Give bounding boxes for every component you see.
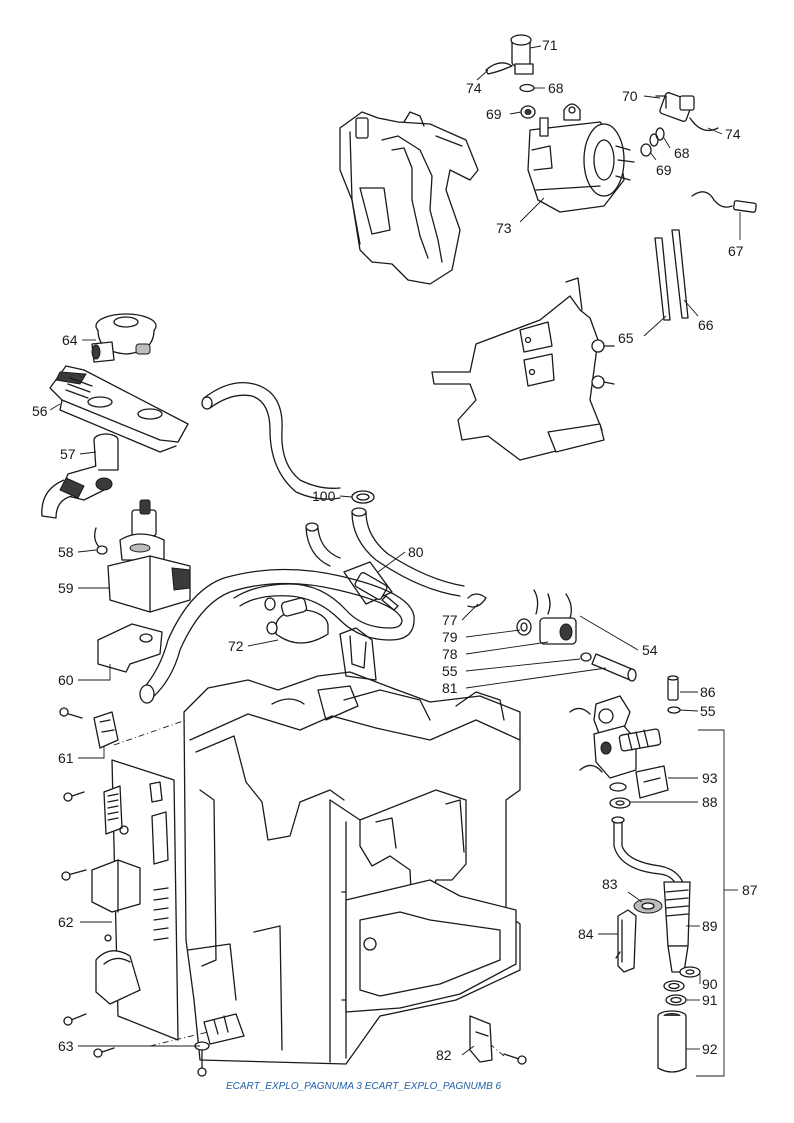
part-86-nozzle <box>667 675 679 701</box>
part-56-drip-tray <box>49 365 189 453</box>
callout-69: 69 <box>656 162 672 178</box>
part-68-ring-right <box>649 127 665 147</box>
part-88-washers <box>609 782 631 809</box>
part-79-oring <box>516 618 532 636</box>
callout-78: 78 <box>442 646 458 662</box>
callout-71: 71 <box>542 37 558 53</box>
callout-86: 86 <box>700 684 716 700</box>
callout-84: 84 <box>578 926 594 942</box>
part-71-valve-top <box>510 34 534 75</box>
group-87-bracket <box>696 729 738 1077</box>
callout-60: 60 <box>58 672 74 688</box>
callout-90: 90 <box>702 976 718 992</box>
part-62-control-board <box>61 759 179 1058</box>
part-64-pump-head <box>91 313 157 363</box>
callout-59: 59 <box>58 580 74 596</box>
callout-79: 79 <box>442 629 458 645</box>
callout-55: 55 <box>442 663 458 679</box>
assembly-guide-lines <box>113 719 505 1057</box>
part-58-wire <box>94 527 108 555</box>
part-82-clip <box>469 1015 527 1065</box>
part-68-ring-top <box>519 83 535 93</box>
callout-labels: 71 74 68 69 70 74 68 69 73 67 65 66 64 5… <box>32 37 758 1063</box>
part-60-bracket <box>97 623 163 673</box>
part-84-knob <box>615 909 637 973</box>
part-73-boiler <box>527 103 635 213</box>
callout-74: 74 <box>725 126 741 142</box>
part-74-clip-left <box>485 62 513 75</box>
part-69-nut-top <box>520 105 536 119</box>
part-66-rod <box>671 229 689 319</box>
callout-58: 58 <box>58 544 74 560</box>
callout-77: 77 <box>442 612 458 628</box>
part-80-hose-assembly <box>305 507 465 611</box>
callout-56: 56 <box>32 403 48 419</box>
part-59-pump <box>107 499 191 613</box>
callout-63: 63 <box>58 1038 74 1054</box>
callout-89: 89 <box>702 918 718 934</box>
callout-70: 70 <box>622 88 638 104</box>
part-69-nut-right <box>640 143 652 157</box>
callout-100: 100 <box>312 488 336 504</box>
callout-81: 81 <box>442 680 458 696</box>
callout-54: 54 <box>642 642 658 658</box>
callout-69: 69 <box>486 106 502 122</box>
part-61-clip <box>59 707 119 749</box>
part-93-bracket <box>635 765 669 799</box>
callout-61: 61 <box>58 750 74 766</box>
part-74-clip-right <box>689 117 719 132</box>
part-81-pin <box>591 653 637 682</box>
part-92-tube <box>657 1010 687 1073</box>
callout-68: 68 <box>674 145 690 161</box>
page-reference-caption: ECART_EXPLO_PAGNUMA 3 ECART_EXPLO_PAGNUM… <box>226 1081 502 1092</box>
callout-57: 57 <box>60 446 76 462</box>
part-57-elbow-fitting <box>41 433 119 519</box>
brew-chassis <box>339 111 479 285</box>
part-55-oring-mid <box>580 652 592 662</box>
callout-65: 65 <box>618 330 634 346</box>
part-65-rod <box>654 237 671 321</box>
callout-92: 92 <box>702 1041 718 1057</box>
callout-93: 93 <box>702 770 718 786</box>
callout-91: 91 <box>702 992 718 1008</box>
part-63-switch <box>194 1013 245 1077</box>
part-90-ring <box>679 966 701 978</box>
callout-83: 83 <box>602 876 618 892</box>
callout-68: 68 <box>548 80 564 96</box>
callout-87: 87 <box>742 882 758 898</box>
callout-72: 72 <box>228 638 244 654</box>
part-55-oring-right <box>667 706 681 714</box>
mounting-bracket <box>431 277 615 461</box>
callout-73: 73 <box>496 220 512 236</box>
callout-82: 82 <box>436 1047 452 1063</box>
part-100-clamp <box>351 490 375 504</box>
callout-62: 62 <box>58 914 74 930</box>
hose-upper <box>201 381 341 500</box>
part-89-steam-wand <box>611 816 691 973</box>
hose-loop <box>139 568 415 704</box>
part-72-flowmeter <box>264 597 329 644</box>
part-77-clip <box>467 593 487 608</box>
steam-valve-body <box>569 695 662 779</box>
part-70-valve-right <box>655 92 695 122</box>
callout-64: 64 <box>62 332 78 348</box>
callout-88: 88 <box>702 794 718 810</box>
main-housing <box>183 627 521 1065</box>
callout-80: 80 <box>408 544 424 560</box>
part-83-washer <box>633 898 663 914</box>
callout-74: 74 <box>466 80 482 96</box>
part-91-ring <box>663 980 687 1006</box>
part-78-connector <box>533 589 577 645</box>
part-67-sensor <box>691 191 757 213</box>
callout-67: 67 <box>728 243 744 259</box>
leader-lines <box>49 45 741 1056</box>
callout-55: 55 <box>700 703 716 719</box>
callout-66: 66 <box>698 317 714 333</box>
